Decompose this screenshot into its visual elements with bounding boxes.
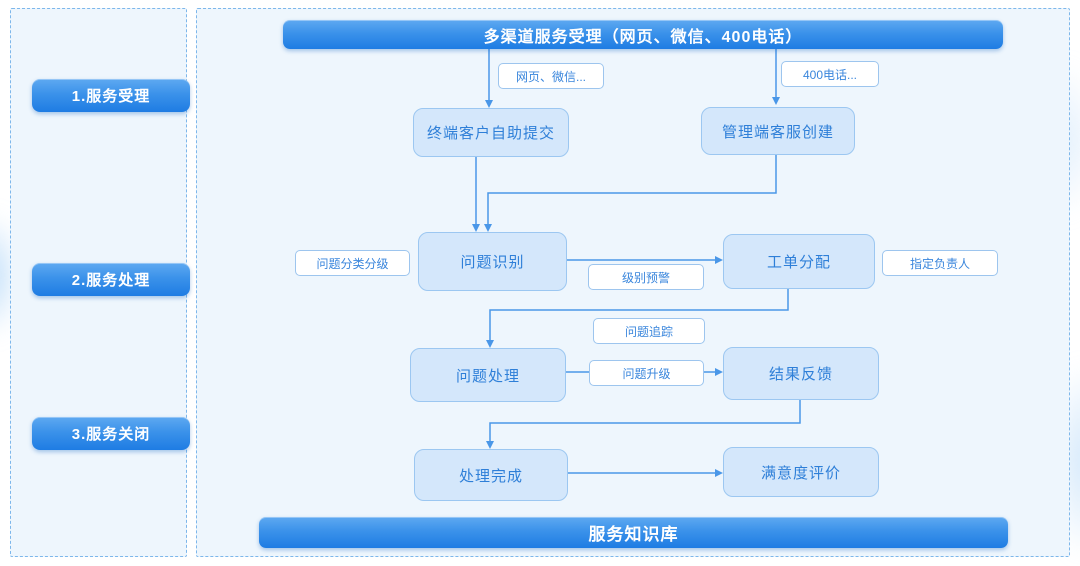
stage-badge-service-handle: 2.服务处理: [32, 263, 190, 296]
tag-issue-track: 问题追踪: [593, 318, 705, 344]
tag-assign-owner: 指定负责人: [882, 250, 998, 276]
knowledge-base-banner: 服务知识库: [259, 517, 1008, 548]
tag-level-alert: 级别预警: [588, 264, 704, 290]
multi-channel-banner: 多渠道服务受理（网页、微信、400电话）: [283, 20, 1003, 49]
tag-web-wechat: 网页、微信...: [498, 63, 604, 89]
node-satisfaction-review: 满意度评价: [723, 447, 879, 497]
tag-classify-grade: 问题分类分级: [295, 250, 410, 276]
tag-phone-400: 400电话...: [781, 61, 879, 87]
node-handle-complete: 处理完成: [414, 449, 568, 501]
node-terminal-self-submit: 终端客户自助提交: [413, 108, 569, 157]
stage-badge-service-close: 3.服务关闭: [32, 417, 190, 450]
node-issue-handle: 问题处理: [410, 348, 566, 402]
stage-panel: 1.服务受理 2.服务处理 3.服务关闭: [10, 8, 190, 557]
node-admin-agent-create: 管理端客服创建: [701, 107, 855, 155]
tag-issue-escalate: 问题升级: [589, 360, 704, 386]
node-issue-identify: 问题识别: [418, 232, 567, 291]
stage-badge-service-accept: 1.服务受理: [32, 79, 190, 112]
node-ticket-assign: 工单分配: [723, 234, 875, 289]
node-result-feedback: 结果反馈: [723, 347, 879, 400]
